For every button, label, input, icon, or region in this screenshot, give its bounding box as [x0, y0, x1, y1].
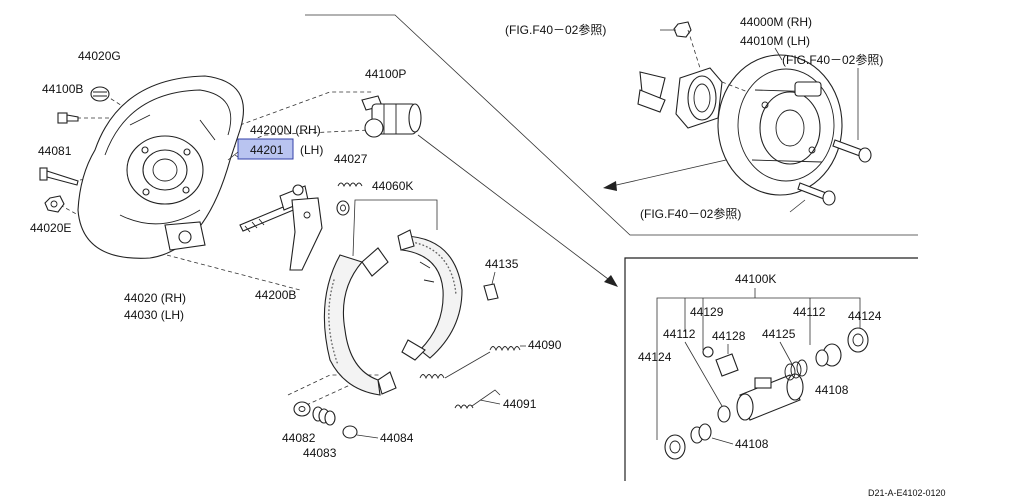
label-i-44124-left[interactable]: 44124 [638, 350, 672, 364]
label-44100b[interactable]: 44100B [42, 82, 83, 96]
label-44135[interactable]: 44135 [485, 257, 519, 271]
nut-upper [673, 21, 692, 38]
lead-44091 [479, 399, 501, 405]
label-44020g[interactable]: 44020G [78, 49, 121, 63]
label-44030-lh[interactable]: 44030 (LH) [124, 308, 184, 322]
clip-44135 [483, 283, 499, 301]
lead-i-44125 [779, 341, 793, 365]
shoe-kit-bracket [352, 199, 438, 257]
lead-ref3 [789, 199, 806, 213]
bolt-44081 [39, 167, 79, 186]
inset-boot-44124-left [664, 434, 686, 460]
highlight-44201 [237, 138, 294, 160]
bolt-upper-right [832, 139, 872, 163]
adjuster-assembly [239, 184, 309, 233]
label-i-44108-left[interactable]: 44108 [735, 437, 769, 451]
nut-44020e [44, 195, 65, 213]
inset-frame [624, 257, 918, 481]
dash-line-upper-2 [721, 81, 749, 93]
bolt-lower-right [797, 182, 836, 206]
inset-spring-44125 [784, 359, 808, 381]
label-44090[interactable]: 44090 [528, 338, 562, 352]
inset-pointer-arrow [604, 275, 618, 287]
brake-shoe-rear [397, 229, 463, 361]
label-44100p[interactable]: 44100P [365, 67, 406, 81]
lead-44000m [774, 47, 783, 61]
spring-44083 [312, 406, 336, 426]
label-ref-fig-1[interactable]: (FIG.F40－02参照) [505, 22, 606, 37]
lead-44201 [227, 151, 239, 161]
inset-bleeder-44128 [702, 346, 739, 377]
inset-kit-bracket [656, 288, 861, 440]
label-ref-fig-2[interactable]: (FIG.F40－02参照) [782, 52, 883, 67]
brake-shoe-front [323, 247, 397, 396]
label-i-44112-right[interactable]: 44112 [793, 305, 826, 319]
label-44020-rh[interactable]: 44020 (RH) [124, 291, 186, 305]
dash-line-cylinder [239, 91, 372, 126]
washer-44027 [336, 200, 350, 216]
label-44083[interactable]: 44083 [303, 446, 337, 460]
inset-piston-44108-left [690, 423, 712, 444]
section-divider-line [305, 14, 918, 236]
lead-44084 [356, 434, 379, 439]
label-44091[interactable]: 44091 [503, 397, 537, 411]
plug-44020g [90, 86, 110, 102]
label-i-44108-right[interactable]: 44108 [815, 383, 849, 397]
label-44060k[interactable]: 44060K [372, 179, 413, 193]
label-44010m-lh[interactable]: 44010M (LH) [740, 34, 810, 48]
label-ref-fig-3[interactable]: (FIG.F40－02参照) [640, 206, 741, 221]
label-44200n-rh[interactable]: 44200N (RH) [250, 123, 321, 137]
label-i-44128[interactable]: 44128 [712, 329, 746, 343]
lead-i-44112-left [684, 341, 723, 407]
label-44100k[interactable]: 44100K [735, 272, 776, 286]
label-i-44112-left[interactable]: 44112 [663, 327, 696, 341]
lead-i-44108-left [711, 437, 734, 445]
label-44027[interactable]: 44027 [334, 152, 368, 166]
lever-44200b [289, 197, 323, 271]
lead-44135 [491, 271, 496, 285]
dash-line-44020g [104, 94, 161, 131]
inset-boot-44124-right [847, 327, 869, 353]
cup-44082 [293, 401, 311, 417]
spring-44027 [337, 182, 363, 188]
label-i-44124-right[interactable]: 44124 [848, 309, 882, 323]
label-44000m-rh[interactable]: 44000M (RH) [740, 15, 812, 29]
inset-pointer-line [417, 134, 613, 283]
assembly-pointer-arrow [603, 181, 617, 191]
bolt-44100b [57, 112, 79, 124]
brake-assembly-rh-lh [717, 54, 843, 196]
inset-cylinder-body [736, 373, 804, 421]
diagram-id: D21-A-E4102-0120 [868, 488, 946, 498]
dash-line-upper-1 [687, 29, 701, 69]
pin-44084 [342, 425, 358, 439]
spring-44090 [419, 346, 521, 380]
inset-piston-44108-right [815, 343, 842, 367]
bracket-upper [637, 71, 666, 113]
label-44082[interactable]: 44082 [282, 431, 316, 445]
label-i-44129[interactable]: 44129 [690, 305, 724, 319]
wheel-cylinder-44100p [361, 95, 422, 138]
backing-plate [77, 75, 244, 259]
label-44201[interactable]: 44201 [250, 143, 284, 157]
label-44201-lh: (LH) [300, 143, 323, 157]
label-44084[interactable]: 44084 [380, 431, 414, 445]
spring-44091 [454, 389, 501, 410]
label-i-44125[interactable]: 44125 [762, 327, 796, 341]
label-44020e[interactable]: 44020E [30, 221, 71, 235]
inset-cup-44112-left [717, 405, 731, 423]
hub-flange [675, 67, 723, 129]
label-44081[interactable]: 44081 [38, 144, 72, 158]
label-44200b[interactable]: 44200B [255, 288, 296, 302]
